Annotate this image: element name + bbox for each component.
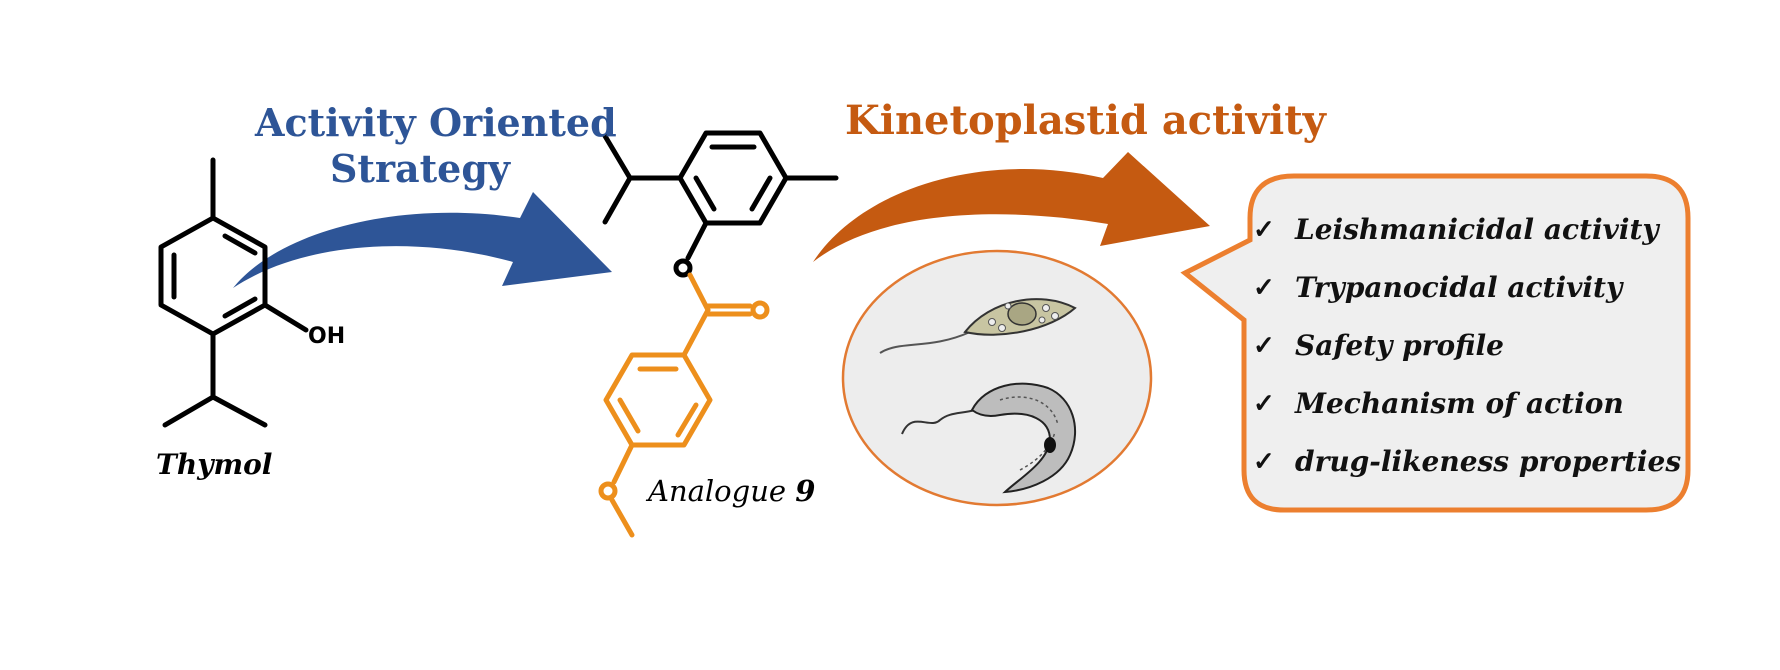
parasites-ellipse <box>841 249 1153 507</box>
check-icon: ✓ <box>1253 388 1275 419</box>
activity-oriented-strategy-arrow <box>233 192 612 288</box>
thymol-structure <box>158 157 309 428</box>
check-icon: ✓ <box>1253 272 1275 303</box>
callout-item: ✓ drug-likeness properties <box>1253 445 1681 478</box>
trypomastigote-parasite-icon <box>901 382 1077 494</box>
analogue-label: Analogue 9 <box>648 474 815 508</box>
callout-item: ✓ Trypanocidal activity <box>1253 271 1622 304</box>
callout-item: ✓ Leishmanicidal activity <box>1253 213 1659 246</box>
check-icon: ✓ <box>1253 330 1275 361</box>
thymol-label: Thymol <box>156 448 273 481</box>
check-icon: ✓ <box>1253 446 1275 477</box>
callout-item-label: drug-likeness properties <box>1295 445 1682 478</box>
check-icon: ✓ <box>1253 214 1275 245</box>
callout-item-label: Safety profile <box>1295 329 1504 362</box>
callout-item-label: Trypanocidal activity <box>1295 271 1623 304</box>
strategy-title: Activity Oriented Strategy <box>255 100 617 192</box>
properties-callout <box>1180 173 1691 513</box>
strategy-title-line1: Activity Oriented <box>255 100 617 145</box>
callout-item-label: Mechanism of action <box>1295 387 1624 420</box>
analogue-thymyl-structure <box>602 130 839 278</box>
analogue-label-number: 9 <box>795 474 816 508</box>
callout-item: ✓ Mechanism of action <box>1253 387 1624 420</box>
analogue-ester-structure <box>598 272 770 538</box>
strategy-title-line2: Strategy <box>329 146 511 191</box>
hydroxyl-label: OH <box>308 324 346 349</box>
callout-item: ✓ Safety profile <box>1253 329 1504 362</box>
kinetoplastid-title: Kinetoplastid activity <box>845 97 1326 144</box>
callout-item-label: Leishmanicidal activity <box>1295 213 1659 246</box>
promastigote-parasite-icon <box>879 298 1077 354</box>
kinetoplastid-activity-arrow <box>813 152 1210 262</box>
analogue-label-prefix: Analogue <box>648 474 787 508</box>
